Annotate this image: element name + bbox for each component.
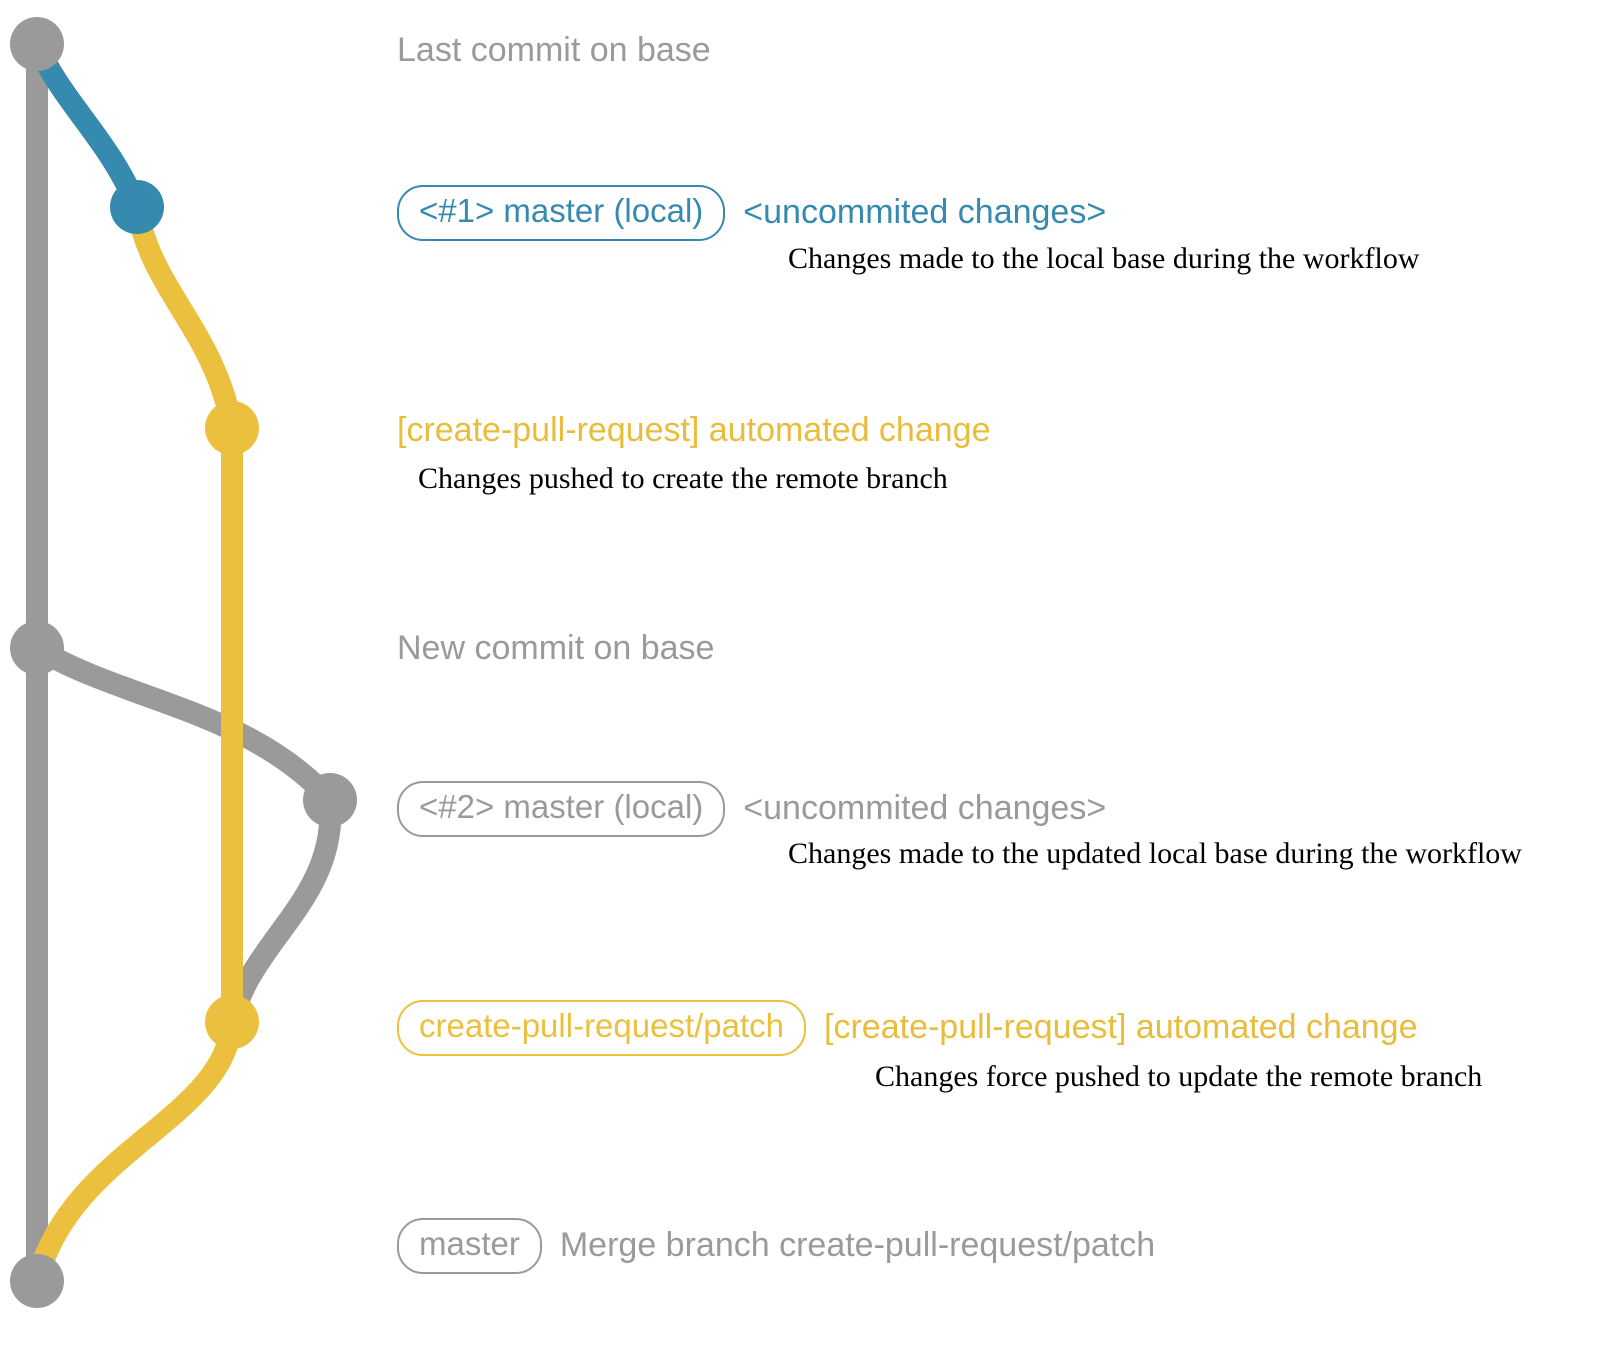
- annotation-last-commit-on-base: Last commit on base: [397, 31, 711, 69]
- description-text: Changes pushed to create the remote bran…: [418, 462, 948, 495]
- annotation-automated-change-1: [create-pull-request] automated change: [397, 411, 991, 449]
- commit-node-merge[interactable]: [10, 1254, 64, 1308]
- headline-automated-change-2: [create-pull-request] automated change: [824, 1008, 1418, 1047]
- annotation-new-commit-on-base: New commit on base: [397, 629, 715, 667]
- description-automated-change-1: Changes pushed to create the remote bran…: [418, 462, 948, 495]
- headline-last-commit-on-base: Last commit on base: [397, 31, 711, 69]
- commit-node-automated-change-2[interactable]: [205, 995, 259, 1049]
- description-text: Changes made to the updated local base d…: [788, 837, 1522, 870]
- git-graph-svg: [10, 17, 357, 1308]
- headline-uncommited-changes-1: <uncommited changes>: [743, 193, 1107, 232]
- annotation-master-local-1: <#1> master (local) <uncommited changes>: [397, 185, 1106, 241]
- commit-node-base-top[interactable]: [10, 17, 64, 71]
- annotation-merge: master Merge branch create-pull-request/…: [397, 1218, 1155, 1274]
- description-text: Changes made to the local base during th…: [788, 242, 1420, 275]
- description-text: Changes force pushed to update the remot…: [875, 1060, 1483, 1093]
- badge-master[interactable]: master: [397, 1218, 542, 1274]
- git-graph: [0, 0, 380, 1344]
- commit-node-master-local-1[interactable]: [110, 180, 164, 234]
- description-automated-change-2: Changes force pushed to update the remot…: [875, 1060, 1482, 1093]
- commit-node-master-local-2[interactable]: [303, 773, 357, 827]
- base-to-local2-line: [26, 637, 341, 811]
- commit-node-automated-change-1[interactable]: [205, 401, 259, 455]
- commit-node-base-new[interactable]: [10, 621, 64, 675]
- headline-merge-branch: Merge branch create-pull-request/patch: [559, 1226, 1156, 1265]
- badge-master-local-1[interactable]: <#1> master (local): [397, 185, 726, 241]
- patch-to-merge-line: [26, 1011, 243, 1292]
- headline-uncommited-changes-2: <uncommited changes>: [743, 789, 1107, 828]
- description-master-local-1: Changes made to the local base during th…: [788, 242, 1420, 275]
- description-master-local-2: Changes made to the updated local base d…: [788, 837, 1522, 870]
- local1-to-patch1-line: [126, 196, 243, 439]
- annotation-automated-change-2: create-pull-request/patch [create-pull-r…: [397, 1000, 1418, 1056]
- headline-automated-change-1: [create-pull-request] automated change: [397, 411, 991, 449]
- annotation-master-local-2: <#2> master (local) <uncommited changes>: [397, 781, 1106, 837]
- headline-new-commit-on-base: New commit on base: [397, 629, 715, 667]
- badge-master-local-2[interactable]: <#2> master (local): [397, 781, 726, 837]
- badge-create-pull-request-patch[interactable]: create-pull-request/patch: [397, 1000, 807, 1056]
